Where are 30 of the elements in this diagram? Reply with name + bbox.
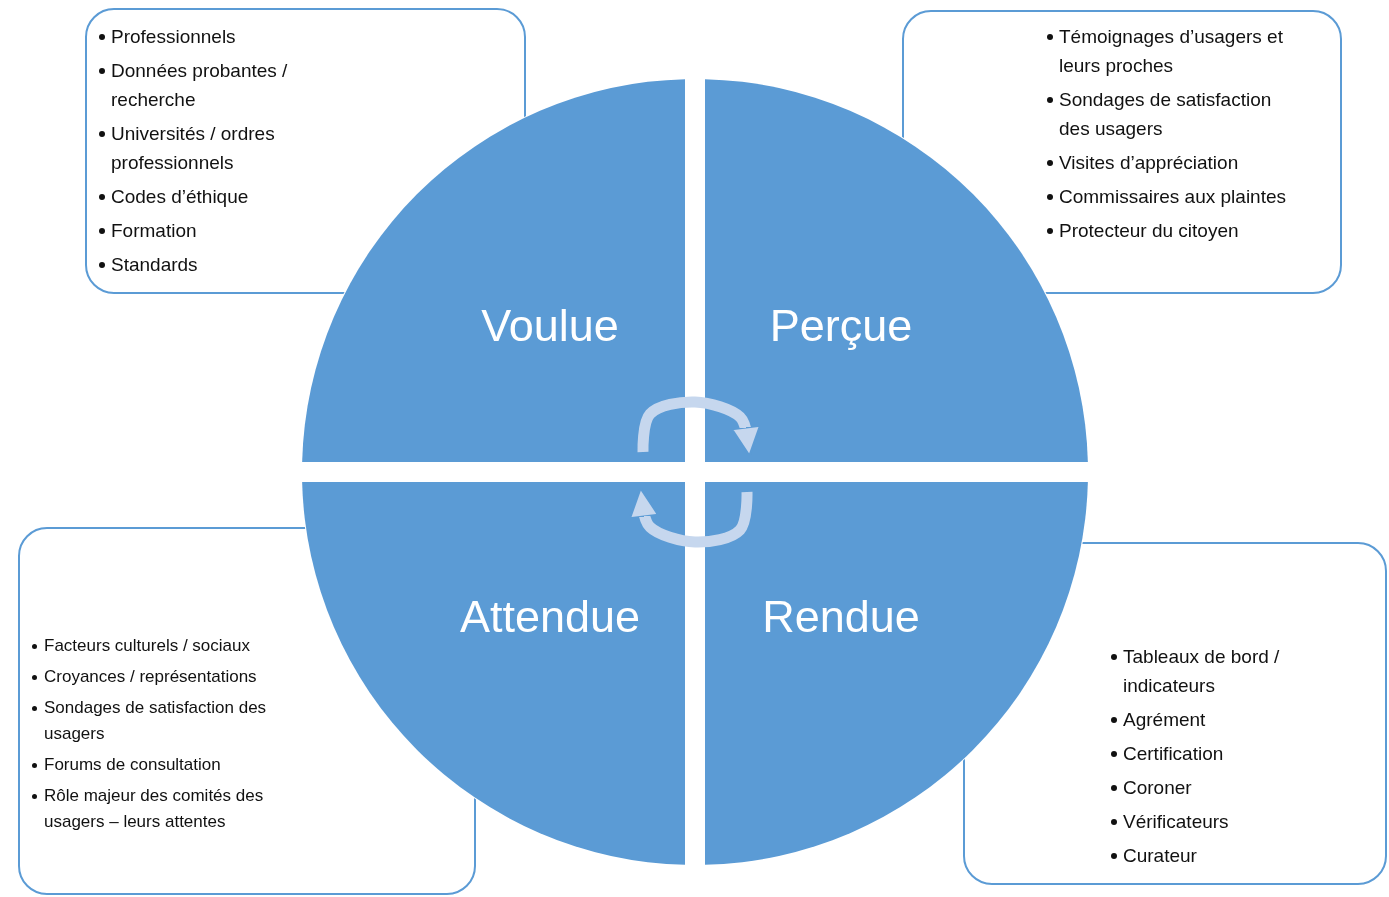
bullet-item: Universités / ordres professionnels	[111, 123, 275, 173]
bullet-item: Standards	[111, 254, 198, 275]
bullet-item: Certification	[1123, 743, 1224, 764]
bullet-item: Données probantes / recherche	[111, 60, 288, 110]
bullet-item: Tableaux de bord / indicateurs	[1123, 646, 1280, 696]
bullet-item: Facteurs culturels / sociaux	[44, 636, 250, 655]
bullet-item: Forums de consultation	[44, 755, 221, 774]
quadrant-label: Voulue	[481, 300, 619, 352]
bullet-item: Protecteur du citoyen	[1059, 220, 1239, 241]
bullet-item: Visites d’appréciation	[1059, 152, 1239, 173]
bullet-item: Professionnels	[111, 26, 236, 47]
bullet-item: Curateur	[1123, 845, 1197, 866]
cycle-arrow	[628, 487, 753, 548]
quadrant-label: Perçue	[769, 300, 913, 352]
quadrant-slice	[302, 482, 685, 865]
bullet-item: Croyances / représentations	[44, 667, 257, 686]
bullet-item: Vérificateurs	[1123, 811, 1229, 832]
bullet-item: Sondages de satisfaction des usagers	[1059, 89, 1272, 139]
bullet-item: Rôle majeur des comités des usagers – leurs attentes	[44, 786, 264, 831]
bullet-item: Agrément	[1123, 709, 1206, 730]
bullet-item: Témoignages d’usagers et leurs proches	[1059, 26, 1283, 76]
quadrant-slice	[302, 79, 685, 462]
bullet-item: Sondages de satisfaction des usagers	[44, 698, 267, 743]
bullet-item: Coroner	[1123, 777, 1192, 798]
quadrant-slice	[705, 482, 1088, 865]
quadrant-label: Attendue	[459, 591, 641, 643]
quadrant-label: Rendue	[762, 591, 920, 643]
bullet-item: Commissaires aux plaintes	[1059, 186, 1287, 207]
bullet-item: Formation	[111, 220, 197, 241]
bullet-item: Codes d’éthique	[111, 186, 249, 207]
